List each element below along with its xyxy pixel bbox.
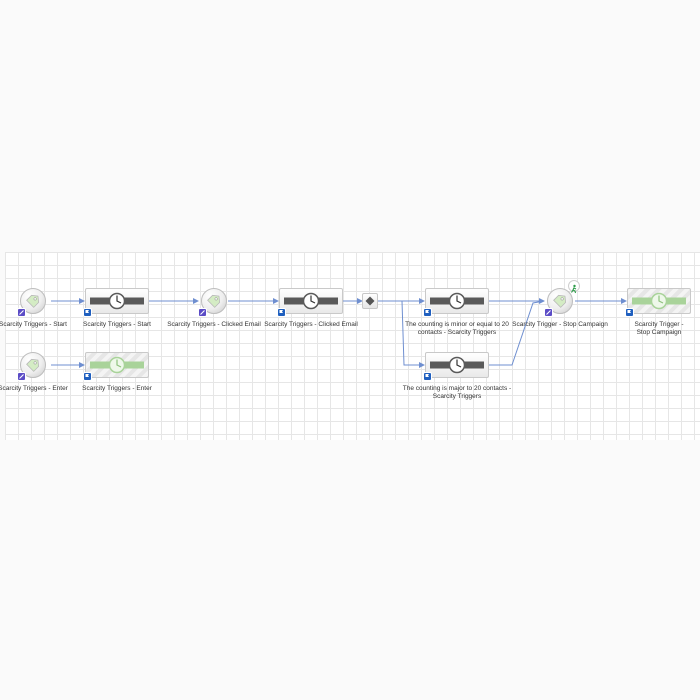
trigger-badge <box>544 308 553 317</box>
flag-badge <box>83 372 92 381</box>
node-label: The counting is minor or equal to 20 con… <box>405 321 509 336</box>
walking-person-icon <box>568 280 580 294</box>
node-label: Scarcity Trigger - Stop Campaign <box>634 321 684 336</box>
clock-icon <box>284 292 338 310</box>
wait-node-minor[interactable]: The counting is minor or equal to 20 con… <box>405 288 509 340</box>
clock-icon <box>90 356 144 374</box>
wait-node-start[interactable]: Scarcity Triggers - Start <box>83 288 151 332</box>
node-label: Scarcity Triggers - Enter <box>0 385 68 392</box>
tag-icon <box>201 288 227 314</box>
wait-node-major[interactable]: The counting is major to 20 contacts - S… <box>403 352 511 404</box>
decision-node[interactable] <box>362 293 378 309</box>
wait-node-stop-campaign[interactable]: Scarcity Trigger - Stop Campaign <box>625 288 691 340</box>
flag-badge <box>423 308 432 317</box>
node-label: Scarcity Triggers - Start <box>0 321 67 328</box>
node-label: Scarcity Triggers - Clicked Email <box>167 321 261 328</box>
flag-badge <box>423 372 432 381</box>
trigger-badge <box>198 308 207 317</box>
wait-node-enter[interactable]: Scarcity Triggers - Enter <box>82 352 152 396</box>
node-label: Scarcity Triggers - Enter <box>82 385 152 392</box>
node-label: Scarcity Trigger - Stop Campaign <box>512 321 608 328</box>
flag-badge <box>277 308 286 317</box>
trigger-badge <box>17 308 26 317</box>
trigger-node-start[interactable]: Scarcity Triggers - Start <box>0 288 67 332</box>
clock-icon <box>430 292 484 310</box>
trigger-node-enter[interactable]: Scarcity Triggers - Enter <box>0 352 68 396</box>
node-label: The counting is major to 20 contacts - S… <box>402 385 512 400</box>
node-label: Scarcity Triggers - Clicked Email <box>264 321 358 328</box>
node-label: Scarcity Triggers - Start <box>83 321 151 328</box>
flag-badge <box>83 308 92 317</box>
tag-icon <box>20 288 46 314</box>
diamond-icon <box>365 296 375 306</box>
trigger-node-clicked-email[interactable]: Scarcity Triggers - Clicked Email <box>167 288 261 332</box>
flag-badge <box>625 308 634 317</box>
clock-icon <box>430 356 484 374</box>
campaign-canvas[interactable] <box>5 252 700 440</box>
clock-icon <box>90 292 144 310</box>
clock-icon <box>632 292 686 310</box>
wait-node-clicked-email[interactable]: Scarcity Triggers - Clicked Email <box>264 288 358 332</box>
trigger-node-stop-campaign[interactable]: Scarcity Trigger - Stop Campaign <box>512 280 608 332</box>
trigger-badge <box>17 372 26 381</box>
tag-icon <box>547 288 573 314</box>
